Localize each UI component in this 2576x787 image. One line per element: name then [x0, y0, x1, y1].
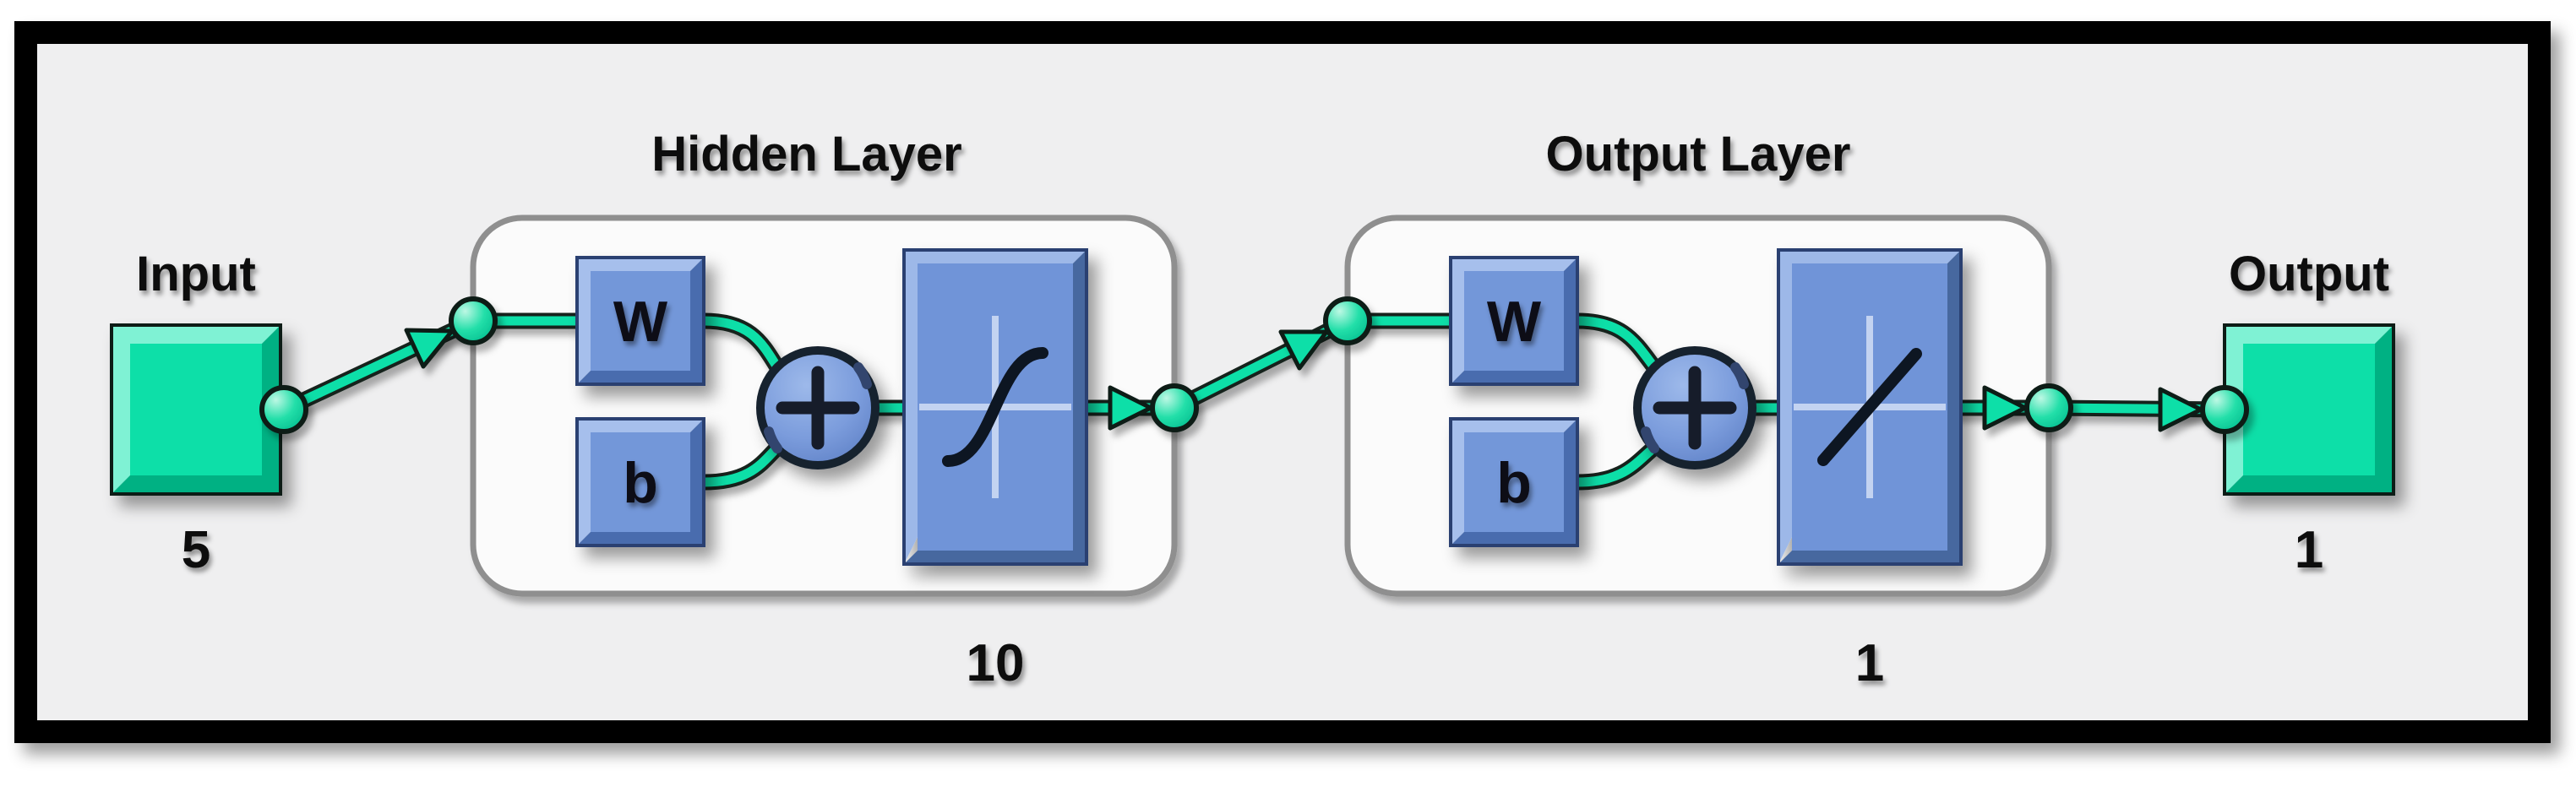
output-weight-label: W [1487, 290, 1542, 354]
linear-line-icon [1817, 348, 1922, 466]
diagram-panel [37, 44, 2528, 720]
picture-frame [14, 21, 2551, 743]
plus-icon [1653, 366, 1737, 450]
sigmoid-curve-icon [942, 347, 1048, 467]
hidden-bias-block [575, 417, 705, 547]
arrow-icon-to-output-block [2158, 387, 2203, 432]
output-bias-label: b [1496, 451, 1532, 515]
input-node [259, 385, 308, 434]
arrow-icon-hidden-to-output [1278, 329, 1329, 371]
arrowheads [404, 328, 2203, 432]
output-layer-title: Output Layer [1546, 127, 1851, 182]
output-block-node [2200, 385, 2249, 434]
input-block [110, 323, 282, 496]
input-dimension: 5 [182, 521, 210, 579]
connection-nodes [259, 296, 2249, 434]
hidden-sum-junction [756, 346, 880, 469]
output-block [2223, 323, 2395, 496]
arrow-icon-output-exit [1982, 385, 2028, 431]
plus-icon [776, 366, 860, 450]
hidden-weight-label: W [613, 290, 668, 354]
hidden-bias-label: b [623, 451, 658, 515]
output-label: Output [2229, 247, 2389, 301]
hidden-weight-block [575, 256, 705, 386]
hidden-entry-node [449, 296, 498, 345]
output-bias-block [1449, 417, 1579, 547]
hidden-neuron-count: 10 [967, 634, 1025, 692]
output-entry-node [1323, 296, 1372, 345]
arrow-icon-hidden-exit [1108, 385, 1153, 431]
output-sum-junction [1633, 346, 1756, 469]
input-label: Input [136, 247, 256, 301]
hidden-activation-block [902, 248, 1088, 566]
arrow-icon-input-to-hidden [404, 328, 455, 369]
output-dimension: 1 [2295, 521, 2323, 579]
output-weight-block [1449, 256, 1579, 386]
output-activation-block [1777, 248, 1963, 566]
hidden-exit-node [1150, 383, 1199, 432]
output-exit-node [2024, 383, 2073, 432]
output-neuron-count: 1 [1855, 634, 1884, 692]
hidden-layer-title: Hidden Layer [651, 127, 961, 182]
